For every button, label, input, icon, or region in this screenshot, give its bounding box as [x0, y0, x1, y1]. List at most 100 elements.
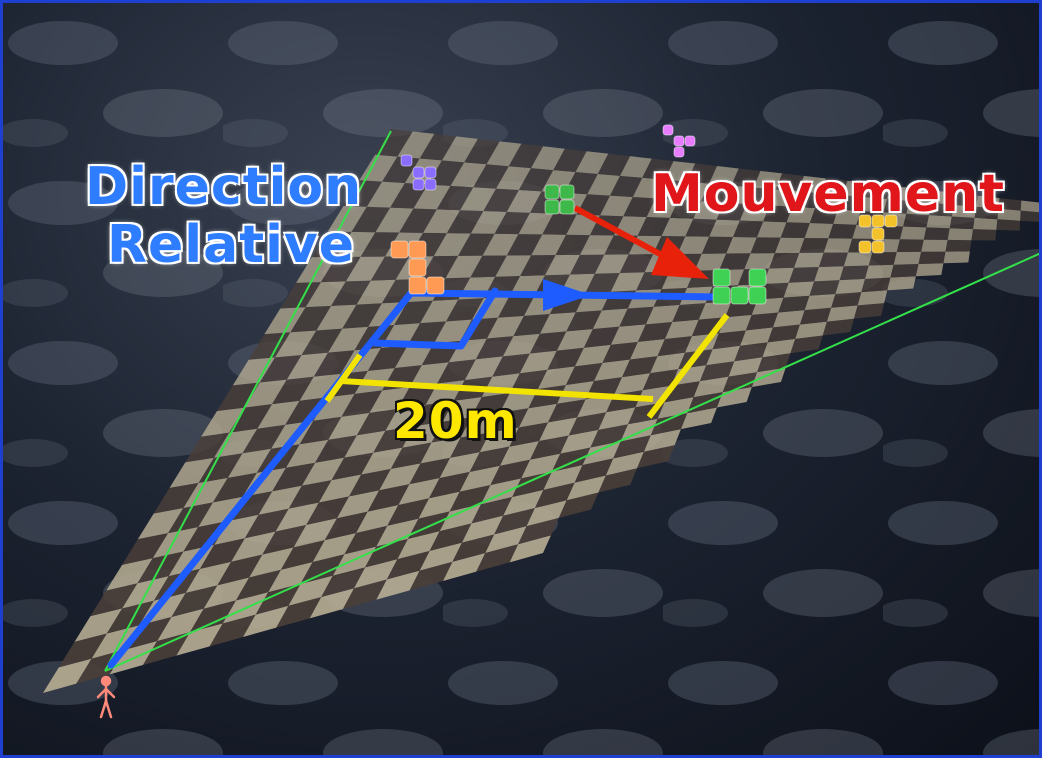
floor-tile [953, 193, 978, 207]
floor-tile [843, 252, 873, 267]
floor-tile [169, 457, 214, 488]
floor-tile [899, 226, 927, 240]
floor-tile [693, 201, 724, 220]
yellow-block-piece [858, 214, 898, 254]
floor-tile [976, 195, 1000, 209]
floor-tile [767, 324, 800, 343]
block-cube [748, 286, 767, 305]
floor-tile [619, 254, 654, 274]
floor-tile [750, 237, 781, 254]
floor-tile [485, 526, 527, 554]
floor-tile [343, 579, 387, 609]
floor-tile [794, 252, 824, 268]
floor-tile [579, 235, 614, 255]
floor-tile [646, 198, 679, 218]
floor-tile [143, 632, 191, 665]
floor-tile [448, 338, 487, 363]
floor-tile [610, 272, 645, 292]
floor-tile [951, 204, 977, 218]
floor-tile [723, 185, 754, 204]
floor-tile [751, 367, 786, 388]
floor-tile [442, 396, 482, 422]
floor-tile [345, 256, 386, 282]
floor-tile [798, 175, 826, 194]
floor-tile [486, 141, 522, 167]
floor-tile [534, 482, 575, 508]
floor-tile [483, 188, 519, 212]
movement-arrow-shaft [573, 205, 673, 263]
distance-measure [324, 313, 730, 419]
floor-tile [893, 251, 922, 265]
floor-tile [373, 426, 415, 453]
floor-tile [376, 570, 420, 600]
floor-tile [201, 407, 245, 437]
floor-tile [443, 553, 486, 581]
floor-tile [763, 205, 793, 223]
floor-tile [790, 335, 823, 354]
floor-tile [471, 392, 510, 418]
block-cube [871, 214, 885, 228]
floor-tile [775, 173, 804, 192]
floor-tile [446, 210, 484, 234]
block-cube [730, 286, 749, 305]
floor-tile [349, 468, 391, 497]
floor-tile [835, 278, 866, 294]
floor-tile [602, 341, 638, 363]
floor-tile [439, 504, 481, 532]
floor-tile [276, 596, 322, 628]
floor-tile [769, 189, 799, 207]
direction-label-line2: Relative [107, 215, 356, 275]
floor-tile [756, 221, 787, 238]
floor-tile [360, 232, 400, 257]
floor-tile [923, 227, 950, 240]
floor-tile [650, 413, 688, 436]
floor-tile [280, 540, 325, 570]
floor-tile [244, 379, 287, 408]
floor-tile [537, 366, 575, 389]
floor-tile [637, 321, 673, 342]
floor-tile [575, 151, 609, 174]
floor-tile [887, 276, 916, 291]
floor-tile [262, 524, 307, 555]
floor-tile [699, 361, 735, 382]
floor-tile [407, 321, 447, 346]
block-cube [400, 154, 413, 167]
floor-tile [213, 472, 257, 503]
floor-tile [826, 305, 858, 322]
floor-tile [605, 451, 644, 476]
floor-tile [399, 208, 437, 233]
floor-tile [531, 234, 567, 256]
floor-tile [341, 390, 383, 417]
floor-tile [896, 239, 924, 253]
floor-tile [328, 326, 369, 353]
floor-tile [198, 496, 243, 527]
floor-tile [822, 318, 854, 336]
floor-tile [772, 310, 805, 328]
movement-label: Mouvement [651, 164, 1005, 224]
person-figure-icon [96, 675, 116, 719]
floor-tile [809, 208, 838, 224]
floor-tile [90, 583, 138, 617]
floor-tile [217, 382, 260, 411]
floor-tile [375, 129, 413, 157]
block-cube [390, 240, 409, 259]
floor-tile [106, 600, 154, 634]
floor-tile [305, 281, 346, 308]
floor-tile [359, 154, 398, 182]
floor-tile [214, 514, 259, 545]
floor-tile [780, 222, 810, 238]
direction-label-line1: Direction [85, 157, 363, 217]
floor-tile [709, 166, 739, 186]
floor-tile [344, 430, 386, 458]
floor-tile [419, 542, 462, 571]
floor-tile [409, 561, 453, 591]
floor-tile [450, 432, 490, 458]
floor-tile [769, 252, 800, 269]
floor-tile [883, 199, 910, 214]
floor-tile [369, 386, 410, 413]
floor-tile [469, 446, 510, 472]
floor-tile [762, 338, 796, 358]
floor-tile [614, 373, 651, 395]
floor-tile [437, 359, 476, 384]
floor-tile [509, 535, 551, 563]
